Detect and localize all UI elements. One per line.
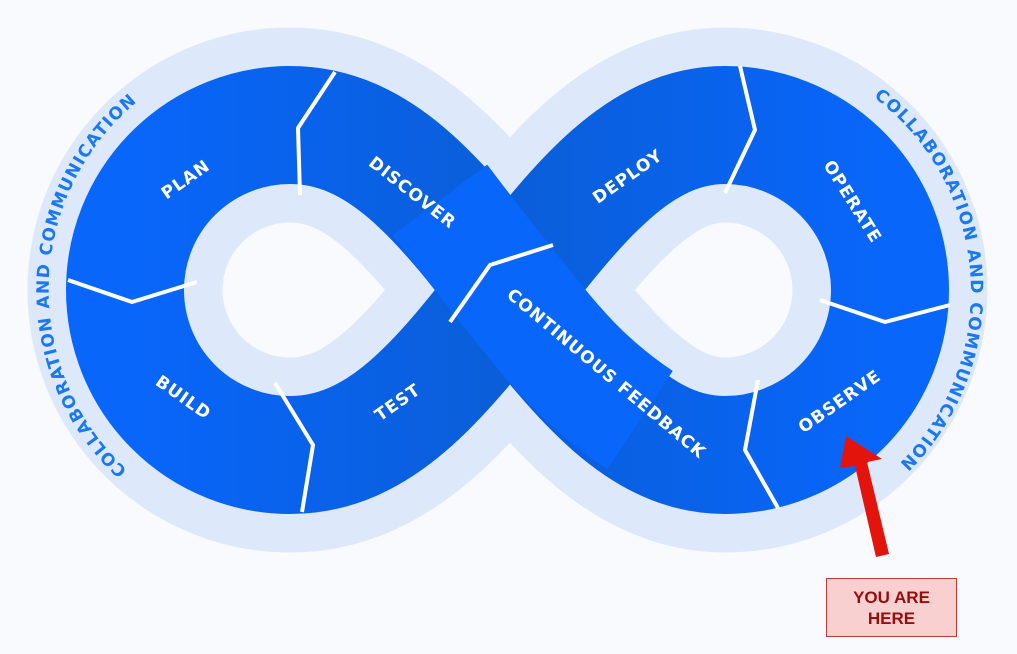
feedback-band [392,164,674,470]
dividers [67,65,951,513]
you-are-here-marker: YOU ARE HERE [826,578,957,637]
you-are-here-arrow [840,436,889,557]
